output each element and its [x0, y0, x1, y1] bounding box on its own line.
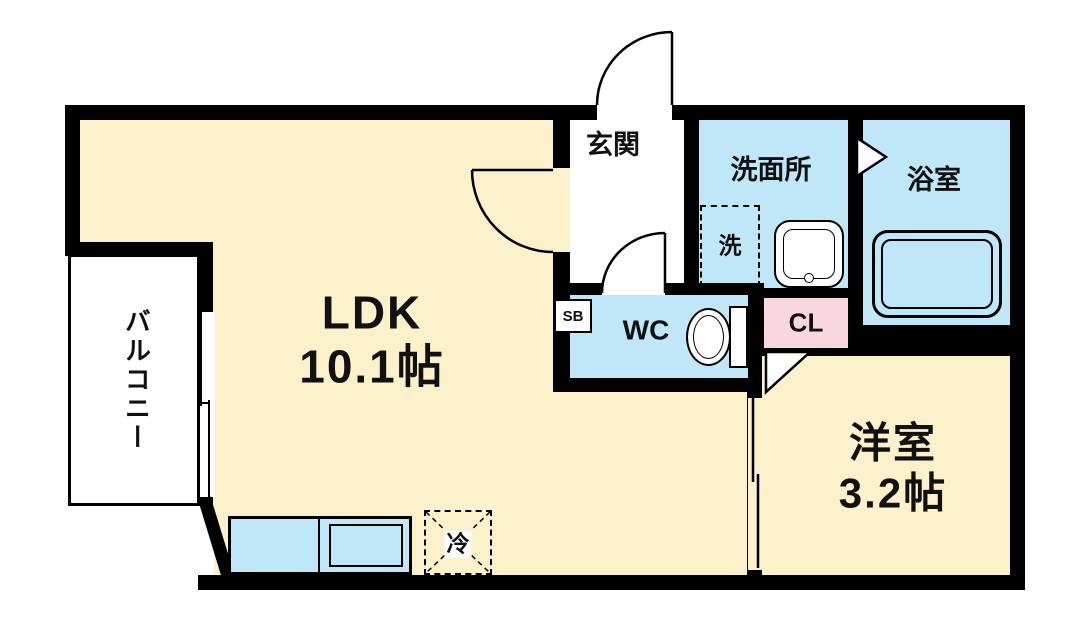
vanity-sink	[774, 220, 844, 288]
closet-door-marker	[764, 350, 814, 395]
hall-door-opening	[553, 168, 570, 252]
kitchen-counter-divider	[318, 516, 320, 575]
wall-washroom-bottom	[684, 288, 863, 298]
wc-label: WC	[622, 314, 670, 346]
wall-wc-bottom	[553, 378, 764, 392]
bathtub	[872, 230, 1002, 318]
fridge-label: 冷	[444, 530, 472, 558]
wall-hall-right	[684, 120, 699, 298]
western-room-name: 洋室	[848, 419, 938, 467]
vanity-drain	[804, 273, 814, 283]
washer-space	[700, 205, 760, 287]
kitchen-sink	[329, 524, 403, 567]
toilet-bowl-inner	[693, 315, 724, 359]
western-room-area: 3.2帖	[838, 469, 948, 516]
balcony-label: バルコニー	[121, 307, 152, 453]
entrance-door-opening	[597, 105, 672, 121]
fridge-cross-line-2	[425, 511, 491, 574]
ldk-area: 10.1帖	[299, 341, 445, 393]
wc-door-opening	[602, 283, 665, 295]
wc-door-arc	[600, 231, 666, 294]
western-room-floor	[762, 356, 1010, 575]
bathroom-label: 浴室	[907, 165, 961, 196]
fridge-cross-line-1	[425, 511, 491, 574]
hall-door-arc	[470, 169, 554, 254]
closet-floor	[764, 298, 848, 348]
shoe-box-label: SB	[562, 307, 584, 325]
entrance-label: 玄関	[586, 130, 640, 161]
ldk-name: LDK	[321, 286, 423, 339]
wall-junction	[748, 283, 764, 392]
entrance-door-arc	[595, 30, 673, 106]
bath-door-marker	[855, 135, 889, 179]
bathtub-inner	[881, 239, 993, 309]
washer-label: 洗	[718, 232, 742, 259]
balcony-area	[68, 254, 200, 506]
wall-bath-divider	[848, 120, 863, 356]
washroom-label: 洗面所	[730, 155, 812, 186]
shoe-box: SB	[554, 299, 592, 333]
bathroom-floor	[863, 120, 1010, 325]
western-room-label: 洋室 3.2帖	[839, 418, 947, 517]
ldk-label: LDK 10.1帖	[299, 286, 445, 395]
toilet-bowl	[686, 308, 731, 366]
wall-bath-bottom	[848, 325, 1010, 340]
closet-label: CL	[788, 307, 824, 338]
fridge-space	[424, 510, 492, 575]
